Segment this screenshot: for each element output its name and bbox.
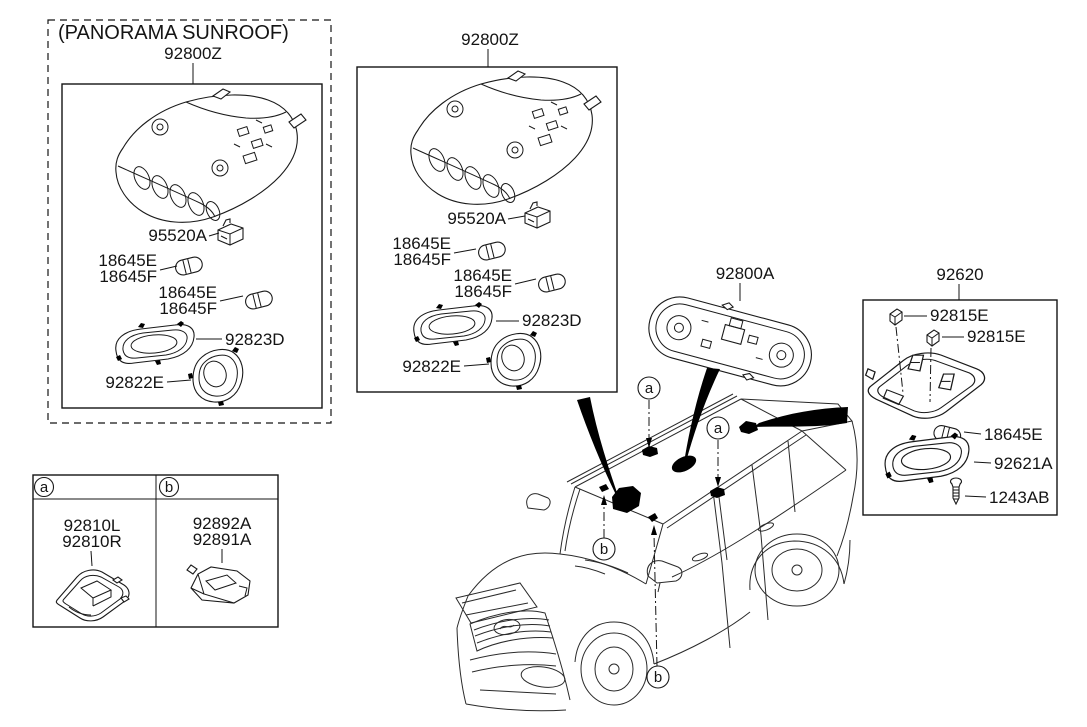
bulb-part-label: 18645F — [159, 299, 217, 318]
panorama-sunroof-section: (PANORAMA SUNROOF) 92800Z 95520A 18645E … — [47, 19, 332, 424]
luggage-lamp-drawing — [186, 564, 251, 604]
vanity-lamp-location-mark — [642, 446, 658, 457]
lens-part-label: 92822E — [402, 357, 461, 376]
switch-part-label: 95520A — [148, 226, 207, 245]
lens-part-label: 92621A — [994, 454, 1053, 473]
lens-part-label: 92822E — [105, 373, 164, 392]
table-part-label: 92891A — [193, 530, 252, 549]
overhead-console-drawing — [115, 88, 307, 224]
bulb-drawing — [476, 239, 508, 263]
panorama-header: (PANORAMA SUNROOF) — [58, 22, 289, 44]
room-lamp-label: 92800A — [716, 264, 775, 283]
vehicle-callout-a: a — [645, 380, 654, 397]
front-lens-drawing — [413, 301, 493, 347]
location-arrows — [577, 368, 848, 522]
table-part-label: 92810R — [62, 532, 122, 551]
table-part-label: 92892A — [193, 514, 252, 533]
table-callout-b: b — [165, 479, 173, 496]
panorama-dashed-border — [47, 19, 332, 424]
console-border — [356, 66, 618, 393]
map-lamp-section: 92620 92815E 92815E 18645E 92621A 1243AB — [862, 265, 1058, 516]
socket-part-label: 92815E — [967, 327, 1026, 346]
screw-part-label: 1243AB — [989, 488, 1050, 507]
callout-circle-a — [637, 376, 661, 400]
bulb-part-label: 18645E — [453, 266, 512, 285]
lens-part-label: 92823D — [522, 311, 582, 330]
vanity-lamp-location-mark — [710, 487, 725, 498]
arrow-to-map-lamp — [754, 407, 848, 427]
standard-console-section: 92800Z 95520A 18645E 18645F 18645E 18645… — [356, 30, 618, 393]
lamp-clip-mark — [648, 513, 658, 522]
callout-circle-a — [706, 416, 730, 440]
bulb-part-label: 18645F — [393, 250, 451, 269]
overhead-console-drawing — [410, 70, 602, 206]
side-mirror-drawing — [646, 560, 683, 593]
table-callout-a: a — [40, 479, 49, 496]
console-location-mark — [612, 486, 641, 513]
far-side-mirror-drawing — [526, 493, 551, 511]
callout-circle-b — [646, 665, 670, 689]
vanity-lamp-drawing — [55, 569, 130, 622]
bulb-drawing — [536, 271, 568, 295]
bulb-part-label: 18645E — [392, 234, 451, 253]
bulb-drawing — [173, 254, 205, 278]
map-lamp-drawing — [864, 352, 986, 419]
console-assembly-label: 92800Z — [461, 30, 519, 49]
map-lamp-assembly-label: 92620 — [936, 265, 983, 284]
bulb-part-label: 18645F — [454, 282, 512, 301]
socket-drawing — [889, 308, 903, 326]
vehicle-callout-b: b — [600, 541, 608, 558]
rear-lens-drawing — [187, 346, 244, 407]
lens-part-label: 92823D — [225, 330, 285, 349]
bulb-drawing — [243, 288, 275, 312]
rear-lens-drawing — [485, 330, 542, 391]
reference-table: a b 92810L 92810R 92892A 92891A — [32, 474, 279, 628]
arrow-to-console — [577, 397, 621, 504]
bulb-part-label: 18645E — [158, 283, 217, 302]
map-lamp-border — [862, 299, 1058, 516]
panorama-assembly-label: 92800Z — [164, 44, 222, 63]
room-lamp-section: 92800A — [640, 264, 821, 396]
front-lens-drawing — [115, 320, 195, 366]
bulb-part-label: 18645F — [99, 267, 157, 286]
map-lamp-lens-drawing — [884, 431, 970, 484]
room-lamp-location-mark — [671, 455, 697, 473]
callout-circle-b — [592, 537, 616, 561]
room-lamp-drawing — [640, 283, 821, 396]
screw-drawing — [949, 477, 963, 505]
vehicle-callout-b: b — [654, 669, 662, 686]
switch-part-label: 95520A — [447, 209, 506, 228]
socket-part-label: 92815E — [930, 306, 989, 325]
map-lamp-location-mark — [739, 421, 758, 434]
callout-circle-a — [33, 476, 55, 498]
sunroof-switch-drawing — [524, 201, 551, 229]
callout-circle-b — [158, 476, 180, 498]
socket-drawing — [926, 329, 940, 347]
sunroof-switch-drawing — [217, 218, 244, 246]
vehicle-callouts: a a b b — [592, 376, 730, 689]
panorama-inner-border — [61, 83, 323, 409]
bulb-part-label: 18645E — [98, 251, 157, 270]
lamp-clip-mark — [599, 484, 609, 492]
vehicle-callout-a: a — [714, 420, 723, 437]
table-part-label: 92810L — [64, 516, 121, 535]
bulb-part-label: 18645E — [984, 425, 1043, 444]
